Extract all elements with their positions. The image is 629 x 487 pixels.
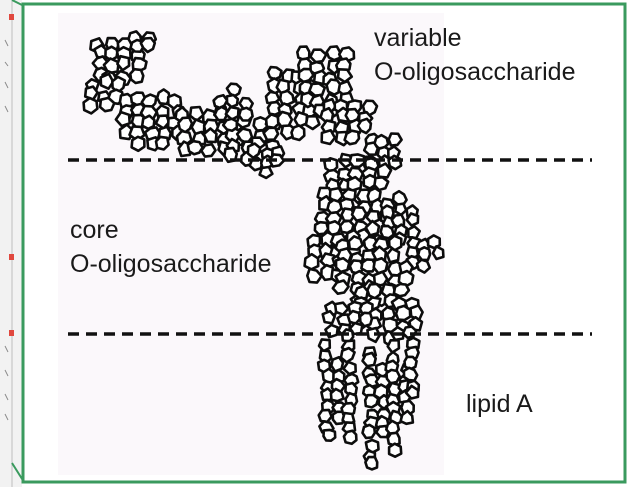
atom-shape	[260, 167, 273, 178]
atom-shape	[363, 353, 376, 366]
atom-shape	[336, 258, 349, 272]
atom-shape	[188, 141, 203, 154]
atom-shape	[292, 125, 305, 140]
atom-shape	[367, 284, 381, 298]
atom-shape	[418, 247, 430, 260]
atom-shape	[239, 108, 253, 121]
atom-shape	[319, 410, 332, 422]
atom-shape	[388, 340, 399, 352]
atom-shape	[349, 236, 363, 249]
variable-label-line2: O-oligosaccharide	[374, 58, 576, 86]
atom-shape	[117, 56, 129, 70]
atom-shape	[348, 311, 360, 324]
atom-shape	[344, 431, 357, 444]
core-label-line1: core	[70, 216, 119, 244]
atom-shape	[358, 119, 371, 133]
atom-shape	[306, 116, 320, 129]
atom-shape	[280, 91, 294, 105]
atom-shape	[201, 144, 215, 156]
atom-shape	[389, 156, 402, 169]
atom-shape	[345, 131, 359, 145]
atom-shape	[331, 389, 344, 401]
atom-shape	[364, 143, 378, 155]
lipid-label: lipid A	[466, 390, 533, 418]
atom-shape	[389, 134, 402, 146]
left-page-accent-top	[9, 14, 14, 20]
atom-shape	[310, 50, 326, 62]
atom-shape	[84, 98, 98, 113]
atom-shape	[352, 207, 366, 220]
atom-shape	[324, 430, 336, 441]
atom-shape	[395, 204, 406, 215]
atom-shape	[417, 260, 430, 273]
left-page-accent-mid	[9, 254, 14, 260]
atom-shape	[335, 303, 348, 315]
atom-shape	[223, 119, 237, 131]
atom-shape	[387, 370, 400, 384]
left-page-accent-low	[9, 330, 14, 336]
atom-shape	[408, 226, 419, 238]
variable-label-line1: variable	[374, 24, 462, 52]
atom-shape	[323, 311, 335, 323]
atom-shape	[433, 246, 444, 259]
atom-shape	[100, 98, 114, 111]
atom-shape	[403, 327, 416, 338]
atom-shape	[327, 46, 340, 60]
atom-shape	[178, 118, 192, 133]
atom-shape	[130, 69, 143, 83]
atom-shape	[156, 137, 169, 150]
atom-shape	[227, 95, 238, 107]
atom-shape	[389, 444, 401, 457]
atom-shape	[365, 457, 377, 469]
atom-shape	[264, 128, 279, 140]
atom-shape	[374, 258, 388, 273]
atom-shape	[387, 249, 399, 263]
atom-shape	[396, 306, 410, 320]
left-page-strip	[0, 0, 22, 487]
atom-shape	[248, 144, 260, 158]
core-label-line2: O-oligosaccharide	[70, 250, 272, 278]
atom-shape	[407, 214, 418, 226]
atom-shape	[132, 137, 145, 151]
atom-shape	[322, 130, 335, 144]
atom-shape	[365, 395, 378, 407]
atom-shape	[363, 425, 375, 438]
atom-shape	[404, 368, 417, 381]
atom-shape	[305, 254, 319, 269]
